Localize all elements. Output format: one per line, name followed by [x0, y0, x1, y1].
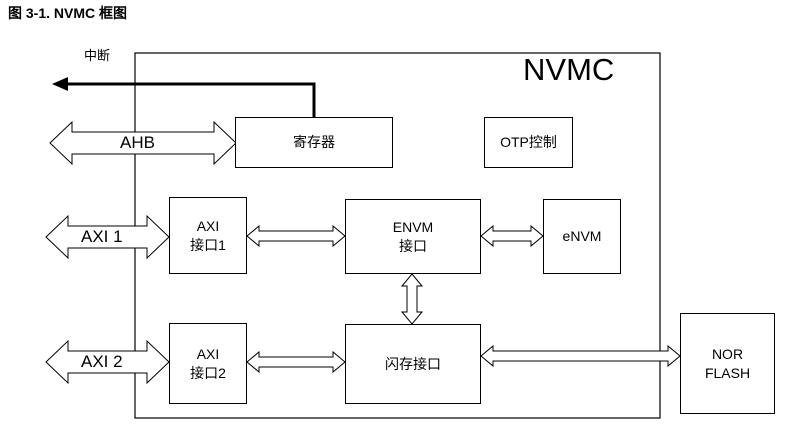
figure-title: 图 3-1. NVMC 框图	[8, 5, 128, 21]
axi1-label: AXI 1	[81, 227, 123, 246]
axi-interface1-block: AXI 接口1	[169, 197, 247, 274]
nvmc-label: NVMC	[523, 52, 615, 87]
register-label: 寄存器	[293, 134, 335, 150]
axi2-label: AXI 2	[81, 352, 123, 371]
envm-block: eNVM	[543, 199, 621, 274]
axi-interface2-line2: 接口2	[190, 364, 226, 381]
flash-nor-arrow	[480, 344, 681, 368]
ahb-label: AHB	[120, 133, 155, 152]
nor-flash-line1: NOR	[711, 345, 744, 362]
envm-interface-block: ENVM 接口	[345, 199, 481, 274]
envm-flash-arrow	[400, 273, 424, 325]
flash-interface-label: 闪存接口	[385, 355, 441, 372]
envm-if-envm-arrow	[480, 224, 544, 248]
interrupt-label: 中断	[84, 48, 111, 63]
otp-control-label: OTP控制	[500, 134, 557, 150]
envm-interface-line1: ENVM	[392, 218, 434, 235]
axi2-flash-arrow	[246, 350, 346, 374]
otp-control-block: OTP控制	[484, 117, 573, 168]
flash-interface-block: 闪存接口	[345, 324, 481, 404]
envm-interface-line2: 接口	[398, 237, 427, 254]
envm-label: eNVM	[562, 228, 602, 244]
nor-flash-line2: FLASH	[704, 364, 751, 381]
interrupt-arrowhead	[52, 77, 68, 91]
interrupt-line	[66, 82, 316, 117]
axi1-envm-arrow	[246, 224, 346, 248]
axi-interface1-line1: AXI	[196, 217, 220, 234]
register-block: 寄存器	[235, 117, 393, 168]
axi-interface1-line2: 接口1	[190, 236, 226, 253]
axi-interface2-line1: AXI	[196, 345, 220, 362]
axi-interface2-block: AXI 接口2	[169, 323, 247, 404]
nor-flash-block: NOR FLASH	[680, 313, 775, 414]
